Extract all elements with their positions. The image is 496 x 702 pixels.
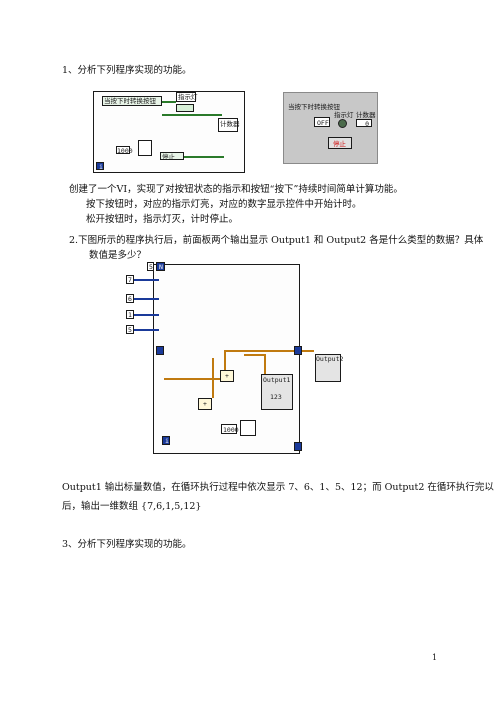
- indicator-terminal: 指示灯: [176, 92, 198, 102]
- q1-answer-line: 按下按钮时，对应的指示灯亮，对应的数字显示控件中开始计时。: [86, 199, 362, 210]
- q2-title-line: 数值是多少？: [89, 250, 147, 261]
- q3-title: 3、分析下列程序实现的功能。: [62, 539, 192, 550]
- loop-iteration: i: [96, 162, 104, 171]
- output2-indicator: Output2: [315, 354, 343, 382]
- n-constant: 5: [147, 262, 154, 271]
- counter-display: 0: [356, 119, 372, 128]
- tunnel-right: [294, 442, 302, 451]
- stop-terminal: 停止: [160, 152, 184, 161]
- q2-answer-line: 后，输出一维数组 {7,6,1,5,12}: [62, 501, 202, 512]
- add-node: +: [198, 398, 212, 410]
- q1-block-diagram: 当按下时转换按钮 指示灯 计数器 1000 停止 i: [88, 86, 248, 174]
- input-constant: 5: [126, 325, 134, 334]
- counter-label: 计数器: [356, 111, 376, 119]
- timer-constant: 1000: [221, 424, 239, 434]
- input-constant: 7: [126, 275, 134, 284]
- timer-constant: 1000: [116, 146, 133, 155]
- page-number: 1: [432, 653, 438, 662]
- switch-button[interactable]: OFF: [314, 117, 330, 127]
- indicator-led-icon: [338, 119, 347, 128]
- n-terminal: N: [156, 262, 165, 271]
- loop-iteration: i: [162, 436, 170, 445]
- input-constant: 6: [126, 294, 134, 303]
- add-node: +: [220, 370, 234, 382]
- tf-constant: [176, 104, 194, 112]
- q2-answer-line: Output1 输出标量数值，在循环执行过程中依次显示 7、6、1、5、12；而…: [62, 482, 494, 493]
- case-label-box: 当按下时转换按钮: [102, 96, 162, 106]
- tunnel-right: [294, 346, 302, 355]
- wait-ms-icon: [138, 140, 152, 156]
- stop-wire: [184, 156, 224, 158]
- bool-wire: [162, 101, 176, 103]
- for-loop-frame: [153, 264, 300, 454]
- shift-register: [156, 346, 164, 355]
- input-constant: 1: [126, 310, 134, 319]
- q1-answer-line: 松开按钮时，指示灯灭，计时停止。: [86, 214, 239, 225]
- q1-answer-line: 创建了一个VI，实现了对按钮状态的指示和按钮“按下”持续时间简单计算功能。: [69, 184, 403, 195]
- bool-wire: [162, 114, 222, 116]
- button-label: 当按下时转换按钮: [288, 103, 340, 111]
- q1-front-panel: 当按下时转换按钮 OFF 指示灯 计数器 0 停止: [283, 92, 378, 164]
- output1-indicator: Output1 123: [261, 374, 293, 410]
- wait-ms-icon: [240, 420, 256, 436]
- indicator-label: 指示灯: [334, 111, 354, 119]
- counter-terminal: 计数器: [218, 118, 240, 132]
- q1-title: 1、分析下列程序实现的功能。: [62, 65, 192, 76]
- q2-title-line: 2.下图所示的程序执行后，前面板两个输出显示 Output1 和 Output2…: [69, 235, 484, 246]
- q2-block-diagram: 5 N 7 6 1 5 + + Output1 123 Output2 1000: [120, 258, 350, 458]
- stop-button[interactable]: 停止: [328, 137, 352, 149]
